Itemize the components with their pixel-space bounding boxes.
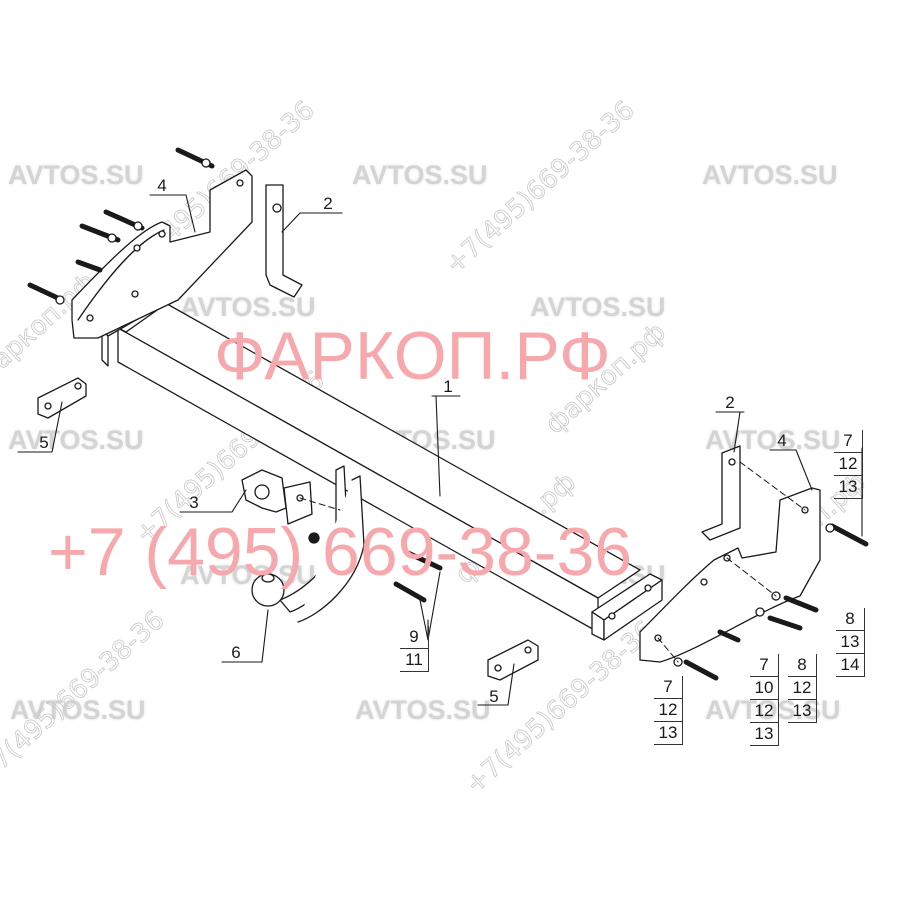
strap-part-2-top xyxy=(265,184,303,298)
watermark-site: AVTOS.SU xyxy=(8,160,144,190)
watermark-site: AVTOS.SU xyxy=(8,425,144,455)
callout-stack-7-10-12-13: 7 10 12 13 xyxy=(750,654,779,746)
callout-part-3: 3 xyxy=(189,493,199,512)
callout-part-6: 6 xyxy=(231,643,241,662)
spacer-plate-part-5-left xyxy=(37,377,87,419)
callout-part-5-bottom: 5 xyxy=(489,687,499,706)
watermark-site: AVTOS.SU xyxy=(10,695,146,725)
strap-part-2-right xyxy=(701,445,741,541)
watermark-phone: +7 (495) 669-38-36 xyxy=(48,514,633,590)
watermark-brand: ФАРКОП.РФ xyxy=(214,318,611,394)
callout-stack-7-12-13-top-right: 7 12 13 xyxy=(834,430,863,499)
watermark-site: AVTOS.SU xyxy=(705,695,841,725)
callout-part-2-top: 2 xyxy=(323,194,333,213)
watermark-site: AVTOS.SU xyxy=(530,292,666,322)
watermark-site: AVTOS.SU xyxy=(702,160,838,190)
socket-bracket-part-3 xyxy=(241,469,313,525)
spacer-plate-part-5-bottom xyxy=(487,639,539,681)
callout-part-1: 1 xyxy=(443,377,453,396)
callout-stack-9-11: 9 11 xyxy=(400,626,429,672)
callout-part-2-right: 2 xyxy=(725,393,735,412)
watermark-site: AVTOS.SU xyxy=(355,695,491,725)
left-bracket-part-4 xyxy=(71,169,253,339)
callout-stack-7-12-13-bottom: 7 12 13 xyxy=(654,676,683,745)
callout-stack-8-13-14: 8 13 14 xyxy=(836,608,865,677)
bolts xyxy=(27,147,869,681)
callout-part-5-left: 5 xyxy=(39,433,49,452)
callout-part-4-top: 4 xyxy=(157,176,167,195)
watermark-site: AVTOS.SU xyxy=(352,160,488,190)
assembly-lines xyxy=(299,461,806,663)
callout-part-4-right: 4 xyxy=(777,431,787,450)
leader-lines xyxy=(17,194,863,706)
watermark-site: AVTOS.SU xyxy=(180,560,316,590)
callout-stack-8-12-13: 8 12 13 xyxy=(788,654,817,723)
tow-ball-part-6 xyxy=(251,465,365,623)
